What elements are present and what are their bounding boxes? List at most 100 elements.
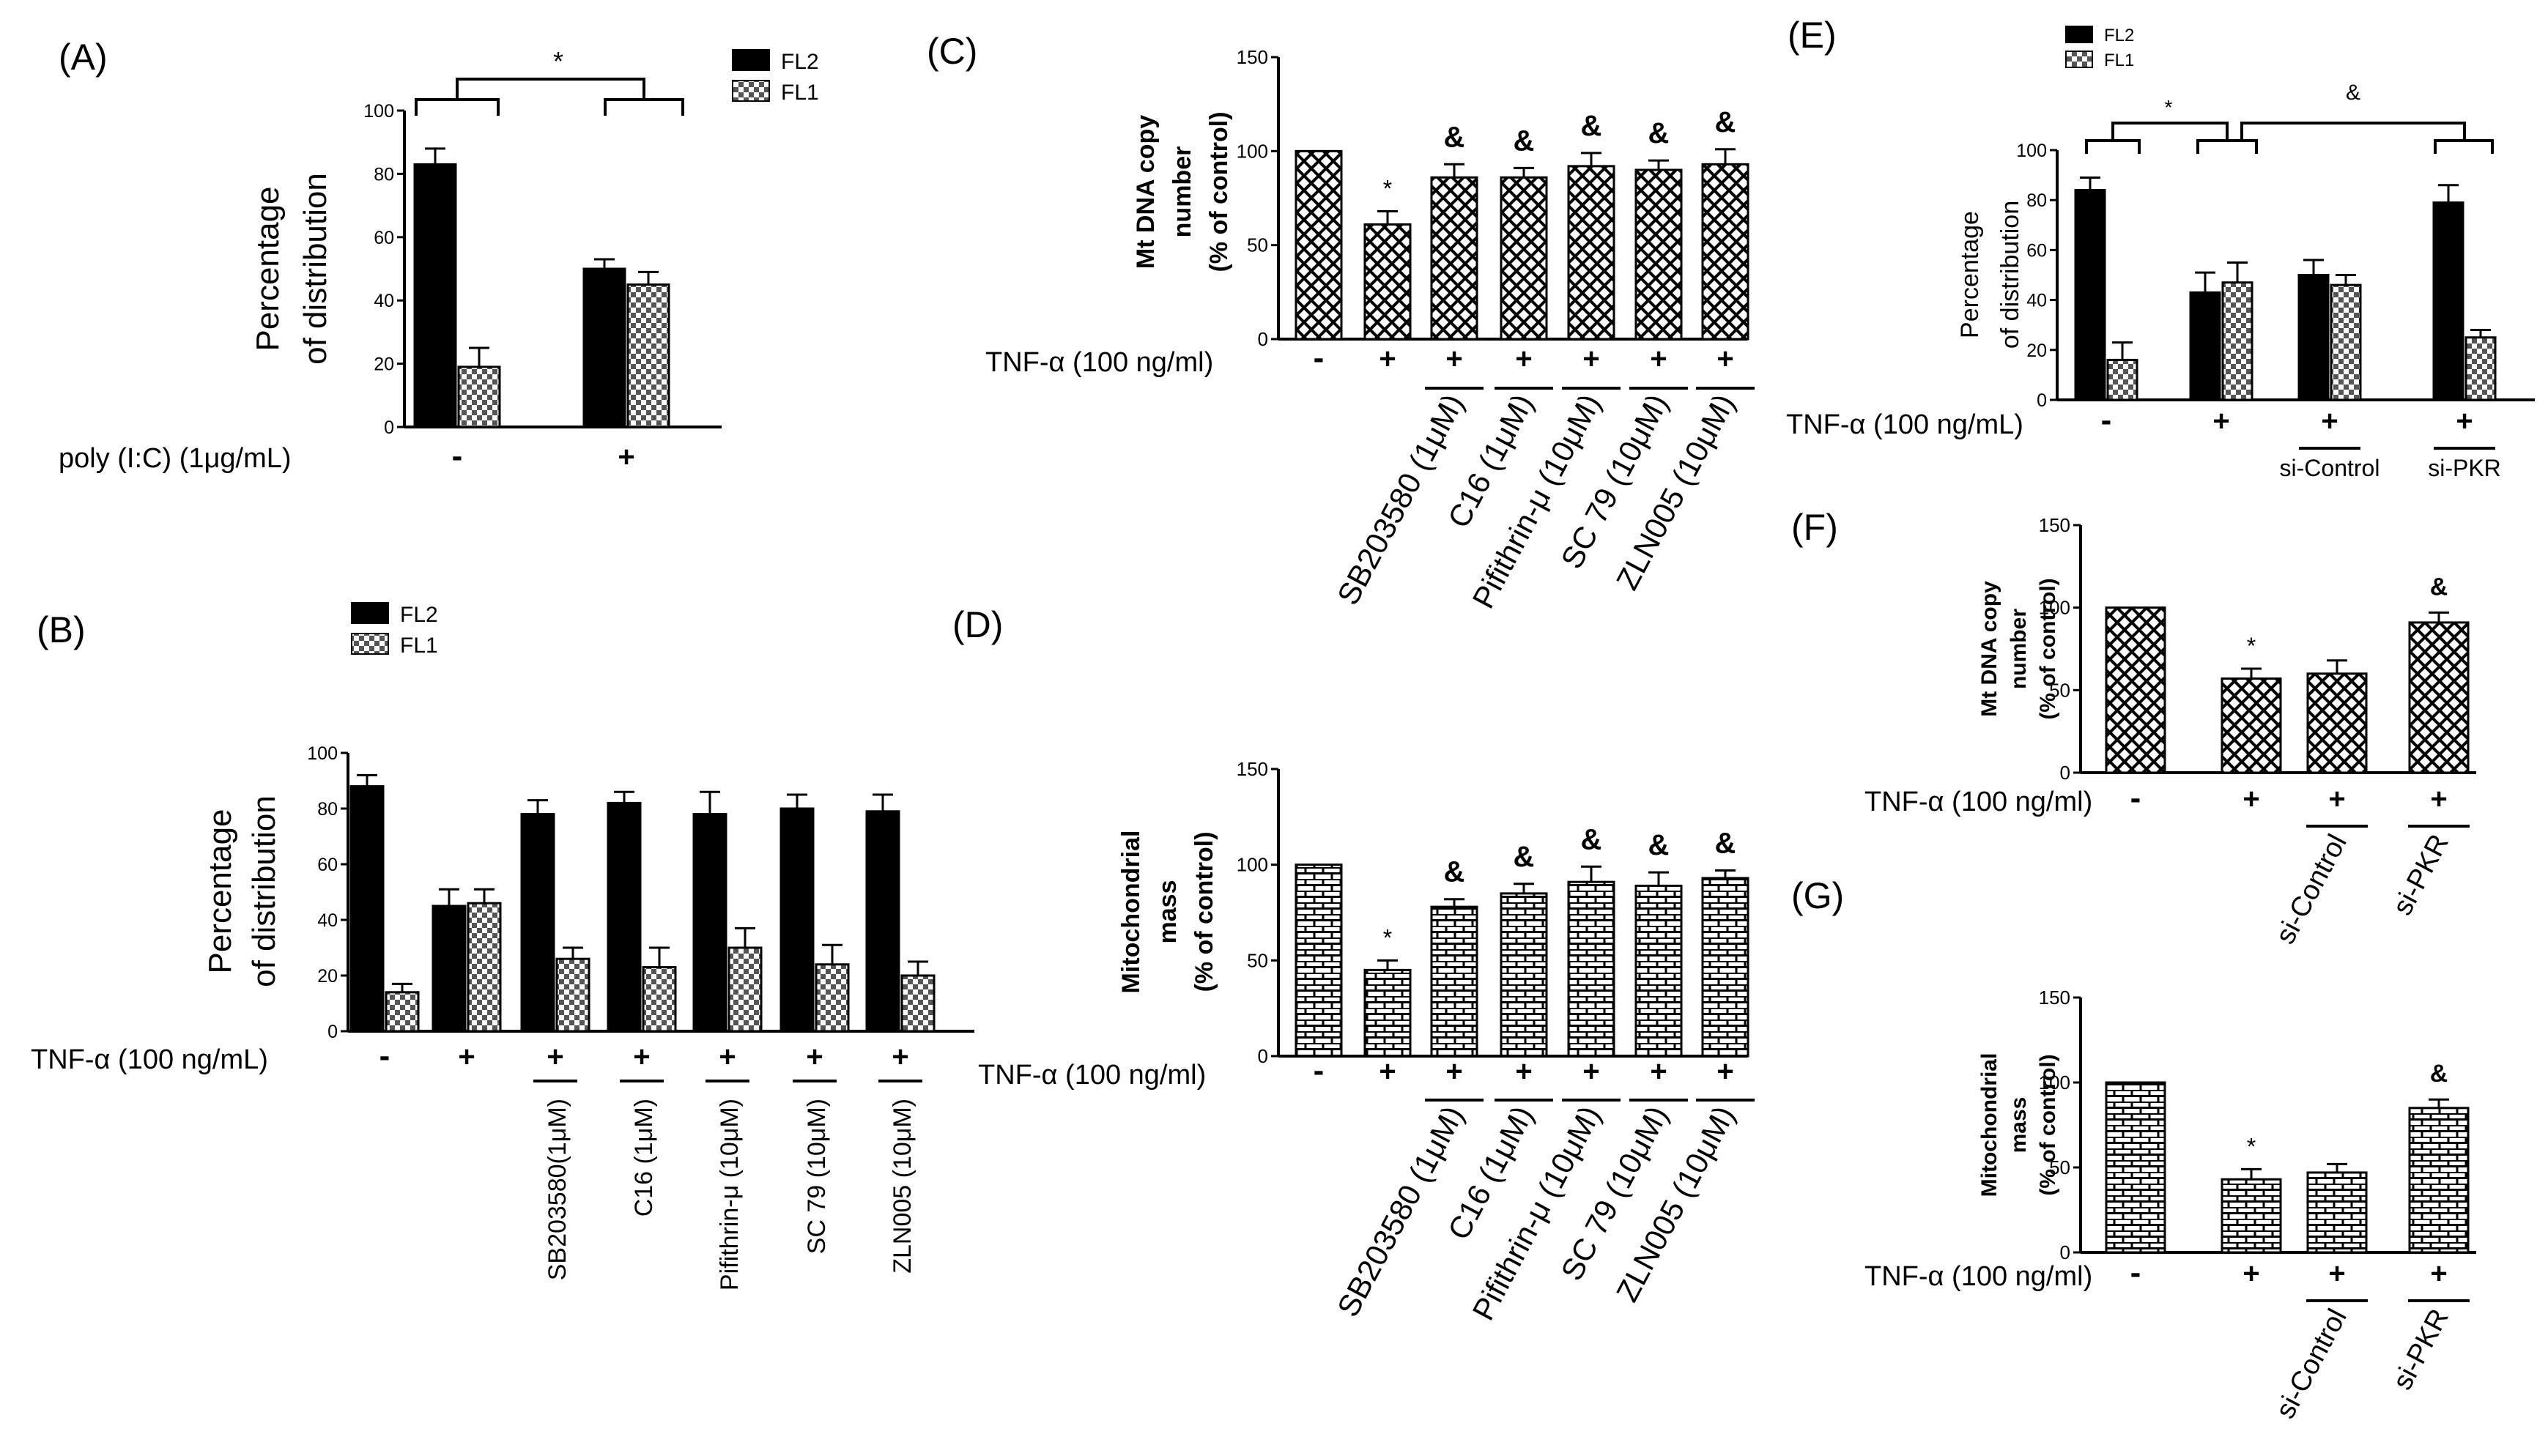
legend-label: FL1	[2104, 51, 2134, 70]
condition-sign: +	[2328, 783, 2345, 815]
treatment-label: si-Control	[2270, 830, 2353, 949]
y-axis-label: Mt DNA copy	[1132, 115, 1160, 269]
bar	[1500, 176, 1548, 341]
bar-fl2	[2297, 274, 2330, 401]
significance-mark: &	[1648, 117, 1670, 149]
treatment-label: si-Control	[2280, 455, 2380, 481]
condition-sign: -	[1314, 1052, 1325, 1088]
y-axis-label: Mt DNA copy	[1977, 581, 2001, 717]
condition-label: TNF-α (100 ng/ml)	[1864, 787, 2092, 817]
y-tick-label: 0	[1258, 328, 1268, 350]
bracket	[415, 98, 500, 116]
condition-sign: +	[892, 1041, 908, 1073]
panel-label: (D)	[952, 604, 1003, 645]
significance-mark: &	[1715, 828, 1736, 860]
significance-mark: *	[2247, 1133, 2256, 1159]
significance-mark: *	[2247, 633, 2256, 659]
bar-fl1	[642, 966, 677, 1033]
treatment-label: SC 79 (10μM)	[803, 1099, 831, 1254]
significance-mark: &	[2430, 1060, 2448, 1088]
condition-sign: +	[719, 1041, 736, 1073]
y-tick-label: 50	[2049, 679, 2070, 701]
bar	[1567, 165, 1615, 341]
condition-sign: +	[2321, 405, 2338, 437]
y-axis-label: of distribution	[246, 795, 282, 987]
bar	[2221, 1178, 2282, 1254]
treatment-label: si-PKR	[2387, 830, 2455, 921]
condition-sign: +	[2328, 1258, 2345, 1290]
y-axis-label: of distribution	[1996, 201, 2024, 349]
legend-label: FL2	[781, 50, 819, 74]
significance-mark: &	[1581, 110, 1602, 142]
y-tick-label: 20	[374, 354, 394, 375]
condition-sign: +	[1379, 1055, 1396, 1088]
panel-label: (C)	[927, 31, 977, 72]
y-tick-label: 80	[317, 799, 338, 820]
significance-mark: &	[1514, 841, 1535, 873]
significance-mark: &	[1444, 121, 1465, 153]
condition-label: TNF-α (100 ng/mL)	[1786, 409, 2023, 440]
condition-sign: +	[2243, 783, 2259, 815]
y-axis-label: Percentage	[250, 186, 286, 351]
significance-mark: &	[1581, 823, 1602, 855]
panel-label: (F)	[1791, 507, 1838, 548]
bar-fl1	[727, 946, 763, 1033]
bar-fl2	[349, 785, 385, 1033]
y-tick-label: 20	[317, 966, 338, 987]
significance-mark: &	[1715, 106, 1736, 138]
y-tick-label: 0	[384, 417, 394, 438]
bar	[2306, 1171, 2368, 1254]
treatment-label: ZLN005 (10μM)	[889, 1099, 916, 1274]
legend-swatch	[732, 80, 770, 102]
bar-fl1	[626, 283, 670, 428]
condition-sign: -	[2101, 402, 2112, 438]
y-tick-label: 40	[2026, 291, 2047, 311]
significance-mark: *	[553, 46, 563, 76]
treatment-label: SB203580 (1μM)	[1330, 1100, 1470, 1322]
y-tick-label: 0	[327, 1022, 338, 1042]
bar	[2306, 672, 2368, 774]
condition-sign: +	[547, 1041, 563, 1073]
condition-sign: +	[1582, 1055, 1599, 1088]
panel-label: (A)*&&&&&	[59, 37, 108, 78]
bar	[1634, 884, 1683, 1058]
y-tick-label: 100	[1237, 140, 1268, 162]
treatment-label: C16 (1μM)	[630, 1099, 658, 1217]
condition-label: TNF-α (100 ng/mL)	[31, 1044, 268, 1075]
y-axis-label: mass	[2007, 1097, 2031, 1154]
bar	[2408, 621, 2470, 774]
condition-sign: -	[379, 1038, 390, 1074]
bar	[2408, 1107, 2470, 1254]
legend-swatch	[2065, 51, 2093, 68]
significance-mark: &	[2430, 573, 2448, 601]
bar	[1363, 968, 1412, 1058]
bar-fl1	[555, 957, 590, 1033]
y-axis-label: (% of control)	[2036, 1054, 2060, 1195]
bar-fl2	[2074, 189, 2106, 401]
significance-mark: *	[2165, 96, 2173, 119]
condition-sign: +	[1716, 1055, 1733, 1088]
bar	[1500, 892, 1548, 1058]
bar-fl1	[457, 365, 501, 428]
y-tick-label: 150	[2039, 987, 2070, 1009]
condition-sign: +	[806, 1041, 823, 1073]
condition-sign: +	[2212, 405, 2229, 437]
bar-fl1	[2221, 281, 2253, 401]
y-tick-label: 150	[2039, 514, 2070, 536]
bar-fl2	[607, 801, 642, 1033]
panel-label: (B)	[37, 609, 86, 650]
condition-sign: +	[2243, 1258, 2259, 1290]
bar	[1701, 877, 1749, 1058]
y-tick-label: 50	[1247, 234, 1268, 256]
y-axis-label: mass	[1154, 880, 1182, 944]
treatment-label: si-Control	[2270, 1304, 2353, 1424]
bar-fl2	[582, 267, 626, 428]
significance-mark: *	[1383, 924, 1392, 951]
bar-fl2	[2432, 201, 2464, 401]
bar	[1430, 905, 1478, 1058]
legend-swatch	[351, 633, 389, 655]
